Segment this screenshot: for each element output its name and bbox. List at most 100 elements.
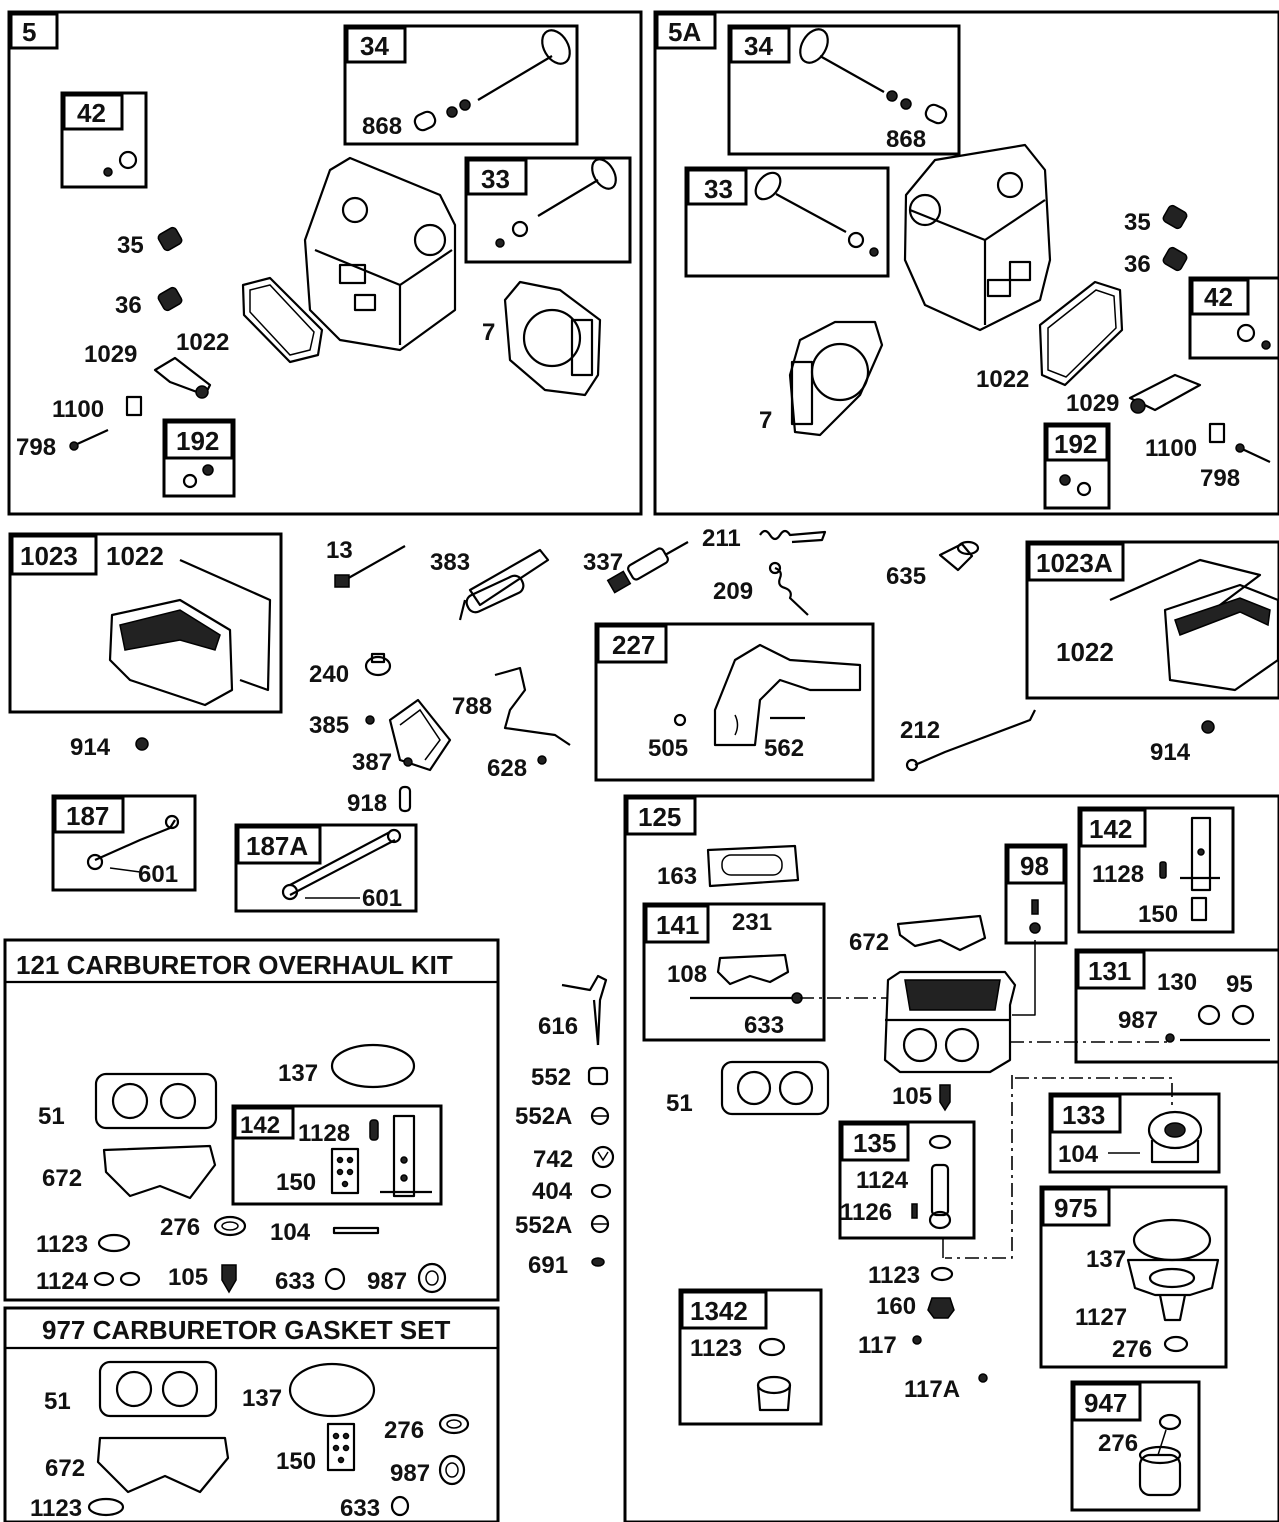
- label-635: 635: [886, 563, 926, 590]
- label-108: 108: [667, 961, 707, 988]
- valve-cover-gasket-icon: [241, 276, 324, 364]
- bushing-icon: [590, 1214, 610, 1234]
- label-691: 691: [528, 1252, 568, 1279]
- bracket-icon: [494, 666, 571, 746]
- seal-icon: [417, 1262, 447, 1294]
- carburetor-gasket-icon: [94, 1072, 218, 1130]
- section-5a: 5A 34 868 33 35 36 42 1022: [653, 10, 1279, 516]
- label-633: 633: [275, 1268, 315, 1295]
- label-163: 163: [657, 863, 697, 890]
- label-137c: 137: [1086, 1246, 1126, 1273]
- tag-142: 142: [240, 1112, 280, 1139]
- valve-spring-icon: [1162, 246, 1188, 272]
- screw-icon: [1201, 720, 1215, 734]
- label-1022d: 1022: [1056, 637, 1114, 667]
- seal-icon: [438, 1413, 470, 1435]
- label-672: 672: [42, 1165, 82, 1192]
- tag-34: 34: [360, 31, 389, 61]
- spring-icon: [768, 561, 809, 616]
- jet-icon: [1159, 861, 1167, 879]
- jet-plate-icon: [1180, 816, 1220, 892]
- spring-icon: [759, 529, 827, 544]
- label-276: 276: [160, 1214, 200, 1241]
- label-35: 35: [117, 232, 144, 259]
- label-1123: 1123: [36, 1231, 88, 1258]
- label-387: 387: [352, 749, 392, 776]
- label-150: 150: [276, 1169, 316, 1196]
- tag-5: 5: [22, 17, 36, 47]
- clip-icon: [591, 1145, 615, 1169]
- section-125-carburetor: 125 163 141 231 108 633 672 98 142 1128 …: [623, 794, 1279, 1522]
- bolt-icon: [334, 545, 406, 588]
- o-ring-icon: [330, 1043, 416, 1089]
- washer-icon: [87, 1497, 125, 1517]
- label-209: 209: [713, 578, 753, 605]
- exhaust-valve-icon: [799, 28, 948, 125]
- seal-icon: [213, 1215, 247, 1237]
- shaft-icon: [332, 1226, 380, 1235]
- label-404: 404: [532, 1178, 573, 1205]
- label-742: 742: [533, 1146, 573, 1173]
- kit-title: 121 CARBURETOR OVERHAUL KIT: [16, 950, 453, 980]
- label-276d: 276: [1098, 1430, 1138, 1457]
- label-51b: 51: [44, 1388, 71, 1415]
- head-gasket-icon: [503, 280, 602, 397]
- seal-icon: [390, 1495, 410, 1517]
- valve-spring-icon: [157, 286, 183, 312]
- label-150b: 150: [276, 1448, 316, 1475]
- tag-192b: 192: [1054, 429, 1097, 459]
- label-628: 628: [487, 755, 527, 782]
- gasket-icon: [896, 914, 987, 952]
- valve-cover-icon: [1109, 558, 1279, 692]
- label-987c: 987: [1118, 1007, 1158, 1034]
- label-150c: 150: [1138, 901, 1178, 928]
- label-552a: 552A: [515, 1103, 572, 1130]
- valve-spring-icon: [157, 226, 183, 252]
- fuel-solenoid-icon: [1138, 1429, 1182, 1497]
- section-977-gasket-set: 977 CARBURETOR GASKET SET 51 137 276 672…: [3, 1306, 500, 1522]
- gasket-set-title: 977 CARBURETOR GASKET SET: [42, 1315, 450, 1345]
- label-1127: 1127: [1075, 1304, 1127, 1331]
- label-240: 240: [309, 661, 349, 688]
- tag-133: 133: [1062, 1100, 1105, 1130]
- tag-33b: 33: [704, 174, 733, 204]
- label-987: 987: [367, 1268, 407, 1295]
- label-1022b: 1022: [976, 366, 1029, 393]
- seal-icon: [324, 1267, 346, 1291]
- jet-plate-icon: [380, 1114, 432, 1198]
- tag-34b: 34: [744, 31, 773, 61]
- label-160: 160: [876, 1293, 916, 1320]
- label-914: 914: [70, 734, 111, 761]
- label-105: 105: [168, 1264, 208, 1291]
- governor-bracket-icon: [713, 643, 862, 747]
- washer-icon: [590, 1183, 612, 1199]
- middle-column-parts: 616 552 552A 742 404 552A 691: [515, 974, 615, 1279]
- washer-icon: [97, 1233, 131, 1253]
- tag-227: 227: [612, 630, 655, 660]
- section-1023: 1023 1022: [8, 532, 283, 714]
- tag-975: 975: [1054, 1193, 1097, 1223]
- section-1023a: 1023A 1022: [1025, 540, 1279, 700]
- label-130: 130: [1157, 969, 1197, 996]
- label-105b: 105: [892, 1083, 932, 1110]
- fuel-bowl-screw-icon: [911, 1134, 952, 1230]
- label-231: 231: [732, 909, 772, 936]
- breather-tube-icon: [458, 548, 550, 621]
- screw-icon: [135, 737, 149, 751]
- tag-1023: 1023: [20, 541, 78, 571]
- tag-42b: 42: [1204, 282, 1233, 312]
- label-1022: 1022: [176, 329, 229, 356]
- rocker-arm-icon: [1128, 373, 1202, 414]
- label-7: 7: [482, 319, 495, 346]
- section-187a: 187A 601: [234, 823, 418, 913]
- seal-icon: [1158, 1413, 1182, 1431]
- label-552: 552: [531, 1064, 571, 1091]
- label-505: 505: [648, 735, 688, 762]
- tag-141: 141: [656, 910, 699, 940]
- cylinder-head-icon: [903, 143, 1052, 332]
- label-35b: 35: [1124, 209, 1151, 236]
- label-1123b: 1123: [30, 1495, 82, 1522]
- gasket-plate-icon: [1190, 896, 1208, 922]
- cap-icon: [364, 652, 392, 677]
